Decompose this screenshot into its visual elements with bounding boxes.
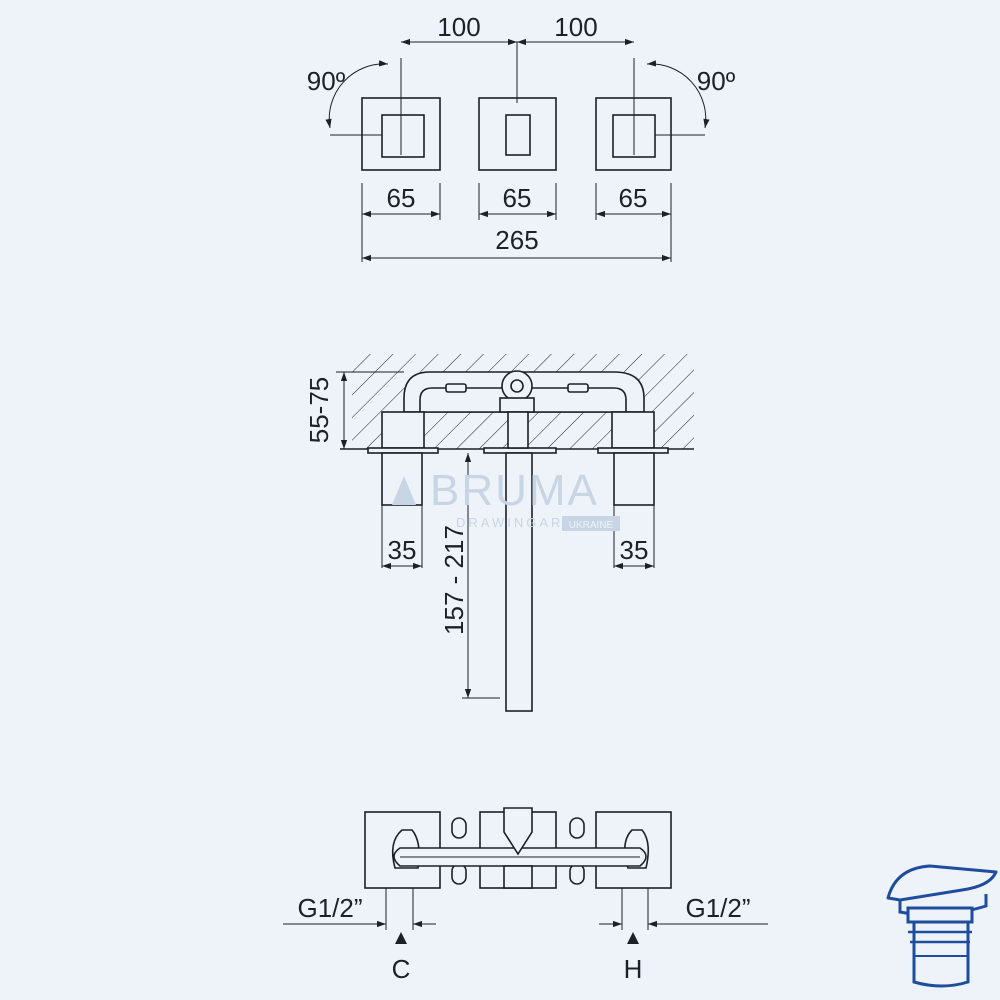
dim-thread-right: G1/2” [685,893,750,923]
dim-spacing-right: 100 [554,12,597,42]
watermark: BRUMA DRAWINGART UKRAINE [392,466,620,531]
spout-tube [505,452,533,712]
right-handle-body [611,411,655,449]
dim-thread-left: G1/2” [297,893,362,923]
drain-plug-icon [886,864,998,988]
dim-width-center: 65 [503,183,532,213]
dim-handle-right: 35 [620,535,649,565]
svg-text:UKRAINE: UKRAINE [569,520,614,531]
dim-rotation-right: 90º [697,66,736,96]
center-spout-slot [505,114,531,156]
dim-spout-length: 157 - 217 [439,525,469,635]
dim-rotation-left: 90º [307,66,346,96]
dim-handle-left: 35 [388,535,417,565]
left-handle-square [381,114,425,158]
dim-wall-depth: 55-75 [304,377,334,444]
side-view: 55-75 157 - 217 35 35 BRUMA DRAWINGART U… [304,354,694,712]
cold-inlet-arrow-icon [395,932,407,944]
dim-overall-width: 265 [495,225,538,255]
hot-inlet-label: H [624,954,643,984]
right-handle-lever [613,452,655,506]
center-spout-plate [478,97,557,171]
svg-text:DRAWINGART: DRAWINGART [456,515,574,530]
dim-width-left: 65 [387,183,416,213]
center-valve [501,370,533,402]
top-view: 100 100 90º 90º 65 65 65 265 [307,12,736,262]
bottom-view: G1/2” G1/2” C H [283,807,768,984]
hot-inlet-arrow-icon [627,932,639,944]
cold-inlet-label: C [392,954,411,984]
dim-width-right: 65 [619,183,648,213]
svg-text:BRUMA: BRUMA [430,466,599,515]
left-handle-body [381,411,425,449]
dim-spacing-left: 100 [437,12,480,42]
